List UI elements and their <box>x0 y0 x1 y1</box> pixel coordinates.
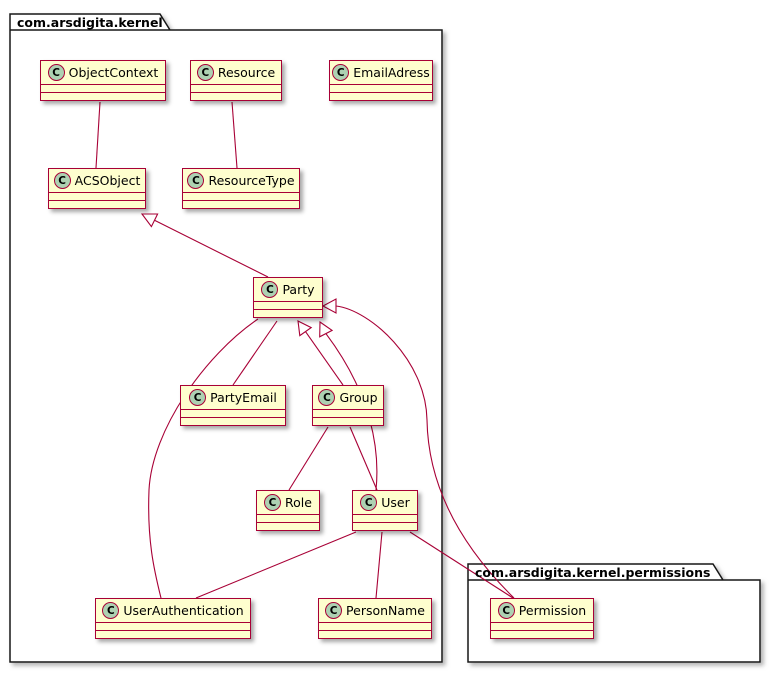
class-name: EmailAdress <box>353 65 430 80</box>
fields-compartment <box>254 301 322 309</box>
edge-party-userauthentication <box>148 318 259 599</box>
methods-compartment <box>96 630 250 638</box>
class-acsobject: C ACSObject <box>48 168 146 209</box>
class-name: PersonName <box>346 603 425 618</box>
class-icon: C <box>497 602 515 619</box>
class-header: C ResourceType <box>183 169 299 192</box>
class-user: C User <box>352 490 418 531</box>
class-icon: C <box>187 172 205 189</box>
class-header: C Resource <box>191 61 281 84</box>
class-name: Resource <box>217 65 276 80</box>
class-icon: C <box>325 602 343 619</box>
class-icon: C <box>47 64 65 81</box>
class-header: C UserAuthentication <box>96 599 250 622</box>
class-party: C Party <box>253 277 323 318</box>
methods-compartment <box>319 630 431 638</box>
class-name: Party <box>282 282 315 297</box>
class-resourcetype: C ResourceType <box>182 168 300 209</box>
class-icon: C <box>360 494 378 511</box>
edge-group-role <box>288 426 329 491</box>
class-header: C User <box>353 491 417 514</box>
edge-permission-party <box>335 305 515 599</box>
class-name: UserAuthentication <box>123 603 244 618</box>
class-permission: C Permission <box>490 598 594 639</box>
class-icon: C <box>189 389 207 406</box>
fields-compartment <box>313 409 383 417</box>
fields-compartment <box>491 622 593 630</box>
class-role: C Role <box>256 490 320 531</box>
class-name: PartyEmail <box>210 390 277 405</box>
class-header: C Group <box>313 386 383 409</box>
class-objectcontext: C ObjectContext <box>40 60 166 101</box>
fields-compartment <box>96 622 250 630</box>
class-name: ACSObject <box>74 173 141 188</box>
methods-compartment <box>491 630 593 638</box>
class-userauthentication: C UserAuthentication <box>95 598 251 639</box>
class-name: ResourceType <box>208 173 295 188</box>
methods-compartment <box>330 92 432 100</box>
edge-objectcontext-acsobject <box>95 101 101 169</box>
edge-user-userauthentication <box>195 531 357 599</box>
class-name: Role <box>285 495 312 510</box>
methods-compartment <box>49 200 145 208</box>
fields-compartment <box>319 622 431 630</box>
edge-group-party <box>305 331 344 386</box>
edge-party-acsobject <box>154 219 269 278</box>
fields-compartment <box>183 192 299 200</box>
class-icon: C <box>261 281 279 298</box>
class-header: C ACSObject <box>49 169 145 192</box>
edge-user-personname <box>375 531 383 599</box>
class-icon: C <box>264 494 282 511</box>
edge-user-permission <box>409 531 514 599</box>
edge-group-user <box>349 426 378 491</box>
package-label-kernel: com.arsdigita.kernel <box>17 15 163 30</box>
class-group: C Group <box>312 385 384 426</box>
fields-compartment <box>49 192 145 200</box>
package-label-permissions: com.arsdigita.kernel.permissions <box>475 565 711 580</box>
class-header: C PartyEmail <box>181 386 285 409</box>
class-header: C ObjectContext <box>41 61 165 84</box>
class-personname: C PersonName <box>318 598 432 639</box>
class-name: Group <box>339 390 378 405</box>
fields-compartment <box>41 84 165 92</box>
edge-resource-resourcetype <box>231 101 238 169</box>
fields-compartment <box>330 84 432 92</box>
fields-compartment <box>353 514 417 522</box>
package-kernel-outline <box>9 13 443 663</box>
methods-compartment <box>191 92 281 100</box>
class-name: ObjectContext <box>68 65 159 80</box>
generalization-arrow-party-from-permission <box>321 298 337 314</box>
methods-compartment <box>181 417 285 425</box>
class-icon: C <box>53 172 71 189</box>
class-icon: C <box>332 64 350 81</box>
class-emailadress: C EmailAdress <box>329 60 433 101</box>
generalization-arrow-acsobject <box>140 213 159 228</box>
fields-compartment <box>257 514 319 522</box>
class-name: User <box>381 495 410 510</box>
class-icon: C <box>318 389 336 406</box>
class-header: C Role <box>257 491 319 514</box>
generalization-arrow-party-from-group <box>297 320 313 337</box>
methods-compartment <box>41 92 165 100</box>
generalization-arrow-party-from-user <box>319 320 334 338</box>
class-header: C Permission <box>491 599 593 622</box>
class-icon: C <box>196 64 214 81</box>
class-header: C PersonName <box>319 599 431 622</box>
class-resource: C Resource <box>190 60 282 101</box>
methods-compartment <box>254 309 322 317</box>
class-name: Permission <box>518 603 587 618</box>
methods-compartment <box>353 522 417 530</box>
methods-compartment <box>313 417 383 425</box>
fields-compartment <box>181 409 285 417</box>
class-header: C EmailAdress <box>330 61 432 84</box>
class-partyemail: C PartyEmail <box>180 385 286 426</box>
edge-partyemail-party <box>232 320 278 386</box>
fields-compartment <box>191 84 281 92</box>
class-header: C Party <box>254 278 322 301</box>
methods-compartment <box>257 522 319 530</box>
class-icon: C <box>102 602 120 619</box>
methods-compartment <box>183 200 299 208</box>
